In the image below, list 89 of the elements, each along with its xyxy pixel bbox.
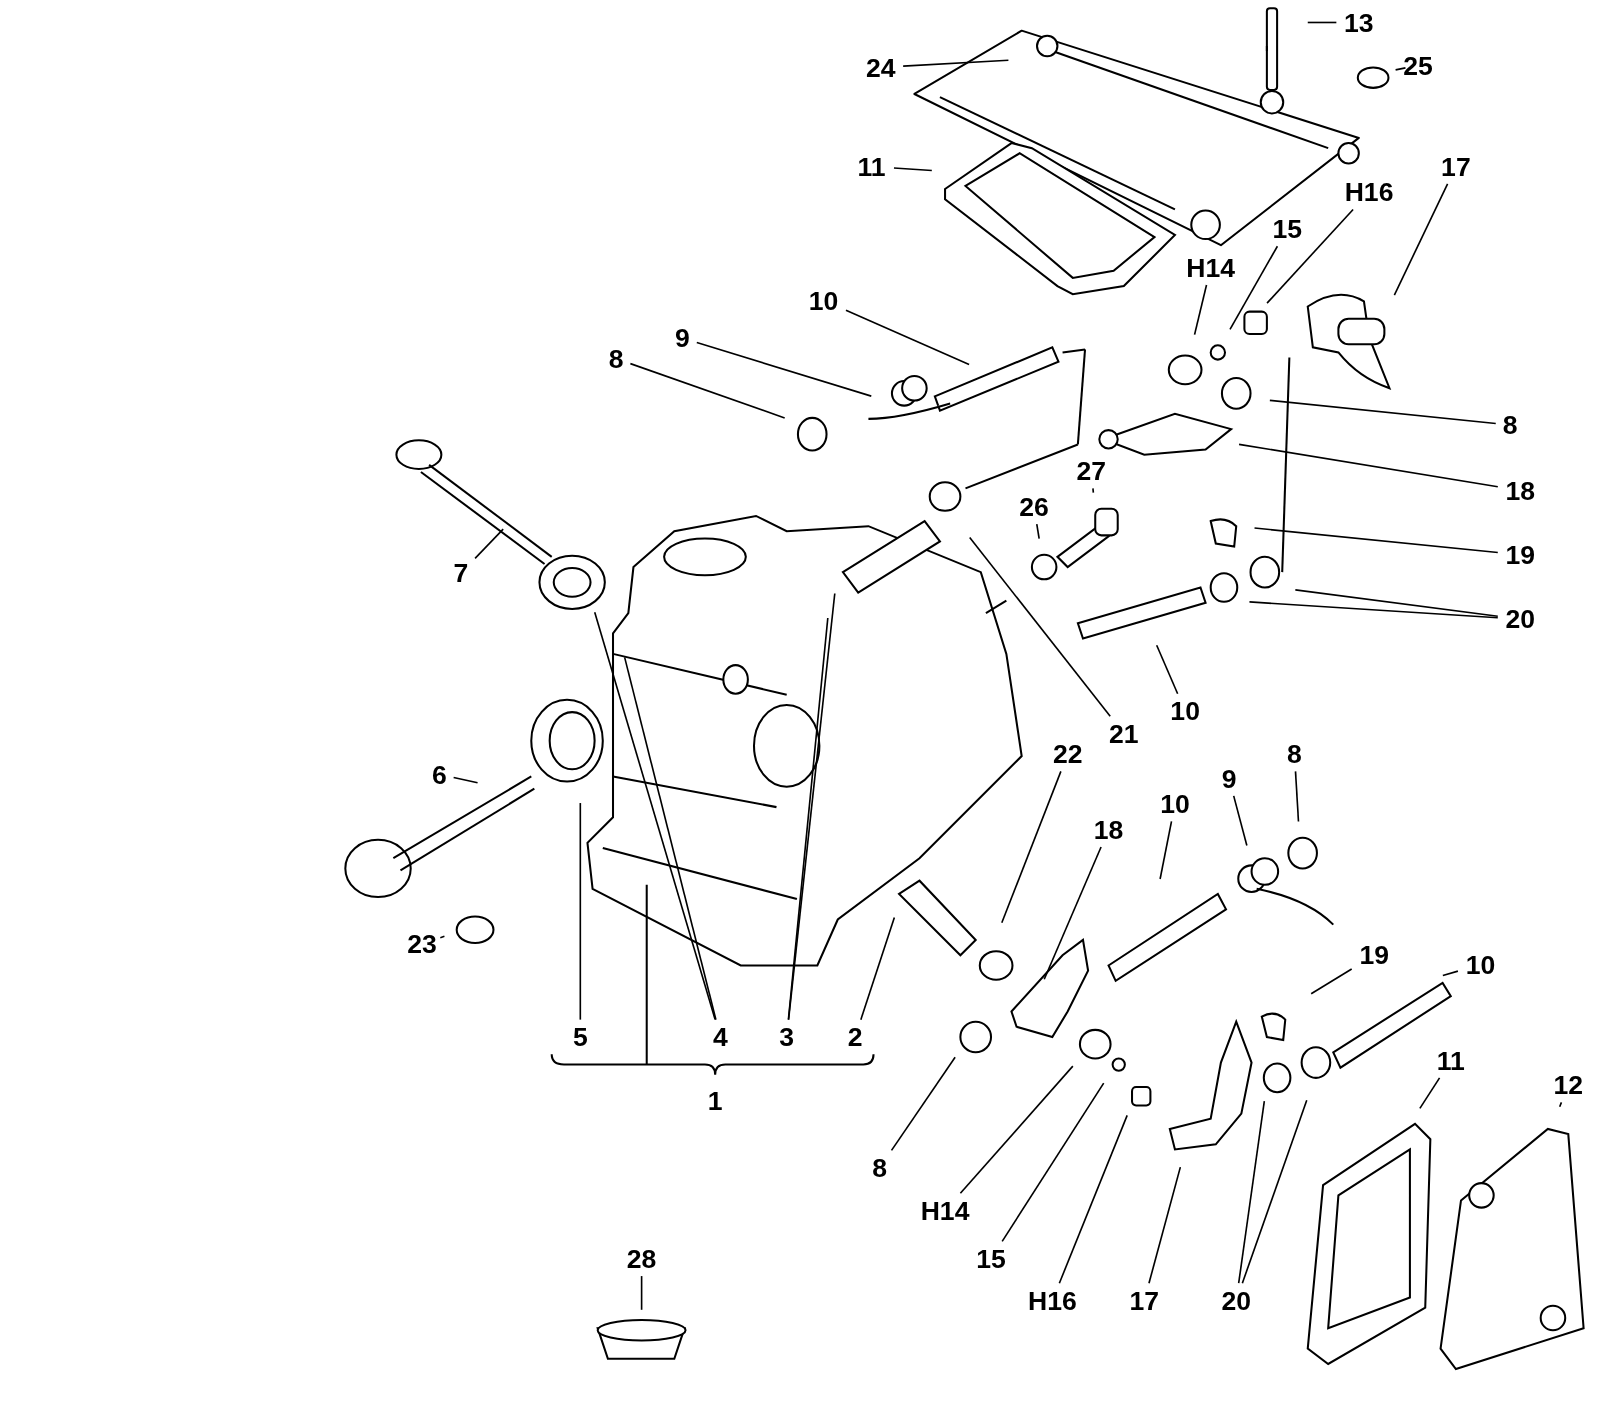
callout-number: 7 [453,557,469,589]
leader-line [474,528,504,560]
leader-line [893,167,933,172]
leader-line [579,802,582,1021]
callout-number: 27 [1076,455,1106,487]
callout-number: 8 [872,1152,888,1184]
leader-line [1232,795,1248,847]
callout-number: 17 [1129,1285,1160,1316]
callout-number: 15 [1272,213,1303,245]
leader-line [1394,67,1407,71]
callout-number: 9 [675,322,690,354]
callout-number: 8 [1287,738,1302,770]
callout-number: 12 [1553,1069,1584,1101]
leader-line [787,592,836,1021]
leader-line [1237,1100,1266,1285]
callout-number: H16 [1027,1285,1077,1316]
leader-line [593,611,716,1021]
callout-number: 8 [1502,409,1518,441]
callout-number: 20 [1221,1285,1251,1316]
callout-number: 21 [1109,718,1139,749]
callout-number: 19 [1505,539,1536,571]
leader-line [1238,443,1499,488]
leader-line [1155,644,1179,695]
callout-number: 19 [1359,939,1389,971]
callout-number: 18 [1093,814,1124,845]
leader-line [1229,245,1279,331]
leader-line [959,1065,1074,1195]
callout-number: H14 [920,1195,970,1226]
callout-number: 10 [1160,788,1190,820]
leader-line [1306,21,1338,24]
leader-line [1043,846,1102,981]
callout-number: 9 [1221,763,1237,794]
callout-number: 18 [1505,475,1536,506]
leader-line [439,935,446,939]
leader-line [890,1056,956,1152]
callout-number: 11 [857,151,886,182]
leader-line [1248,601,1499,619]
callout-number: 6 [431,759,447,790]
callout-number: 3 [779,1021,795,1053]
leader-line [1159,820,1173,880]
callout-number: 28 [626,1243,657,1275]
leader-line [902,59,1010,67]
leader-line [1001,770,1062,924]
callout-number: 22 [1052,738,1083,770]
leader-line [452,776,479,784]
callout-number: 13 [1344,7,1374,38]
leader-line [695,341,873,397]
leader-line [1193,284,1208,336]
leader-line [1310,968,1353,995]
callout-number: 23 [407,928,437,960]
callout-number: 24 [865,52,896,83]
leader-line [1442,970,1459,977]
leader-line [1294,589,1499,618]
callout-number: 11 [1436,1045,1465,1076]
callout-number: 4 [712,1021,728,1053]
callout-number: 20 [1505,603,1536,635]
leader-line [1001,1082,1105,1243]
leader-line [629,362,786,419]
leader-line [1241,1099,1308,1285]
callout-number: 25 [1403,50,1433,81]
leader-line [787,617,829,1021]
callout-number: H14 [1186,252,1236,283]
leader-line [1419,1077,1441,1110]
leader-line [1035,523,1040,540]
leader-line [1148,1166,1182,1285]
callout-number: 10 [1170,695,1200,727]
callout-number: 15 [976,1243,1006,1275]
leader-line [860,916,896,1021]
callout-number: 10 [808,285,839,316]
callout-number: 10 [1465,949,1496,980]
callout-number: 2 [847,1021,863,1053]
leader-line [1558,1101,1563,1108]
leader-line [1266,208,1354,304]
leader-line [1269,399,1497,425]
leader-line [1393,183,1449,296]
leader-line [640,1275,643,1311]
leader-line [845,309,970,366]
leader-line [1092,487,1095,494]
leader-line [1294,770,1300,823]
leader-line [1058,1114,1128,1285]
callout-number: H16 [1344,176,1394,208]
callout-number: 17 [1441,151,1471,182]
callout-number: 8 [608,343,624,374]
leader-line [1253,527,1499,554]
callout-number: 26 [1019,491,1049,523]
callout-number: 5 [572,1021,588,1053]
leader-line [623,656,717,1021]
leader-line [968,536,1111,717]
callout-number: 1 [707,1085,723,1116]
